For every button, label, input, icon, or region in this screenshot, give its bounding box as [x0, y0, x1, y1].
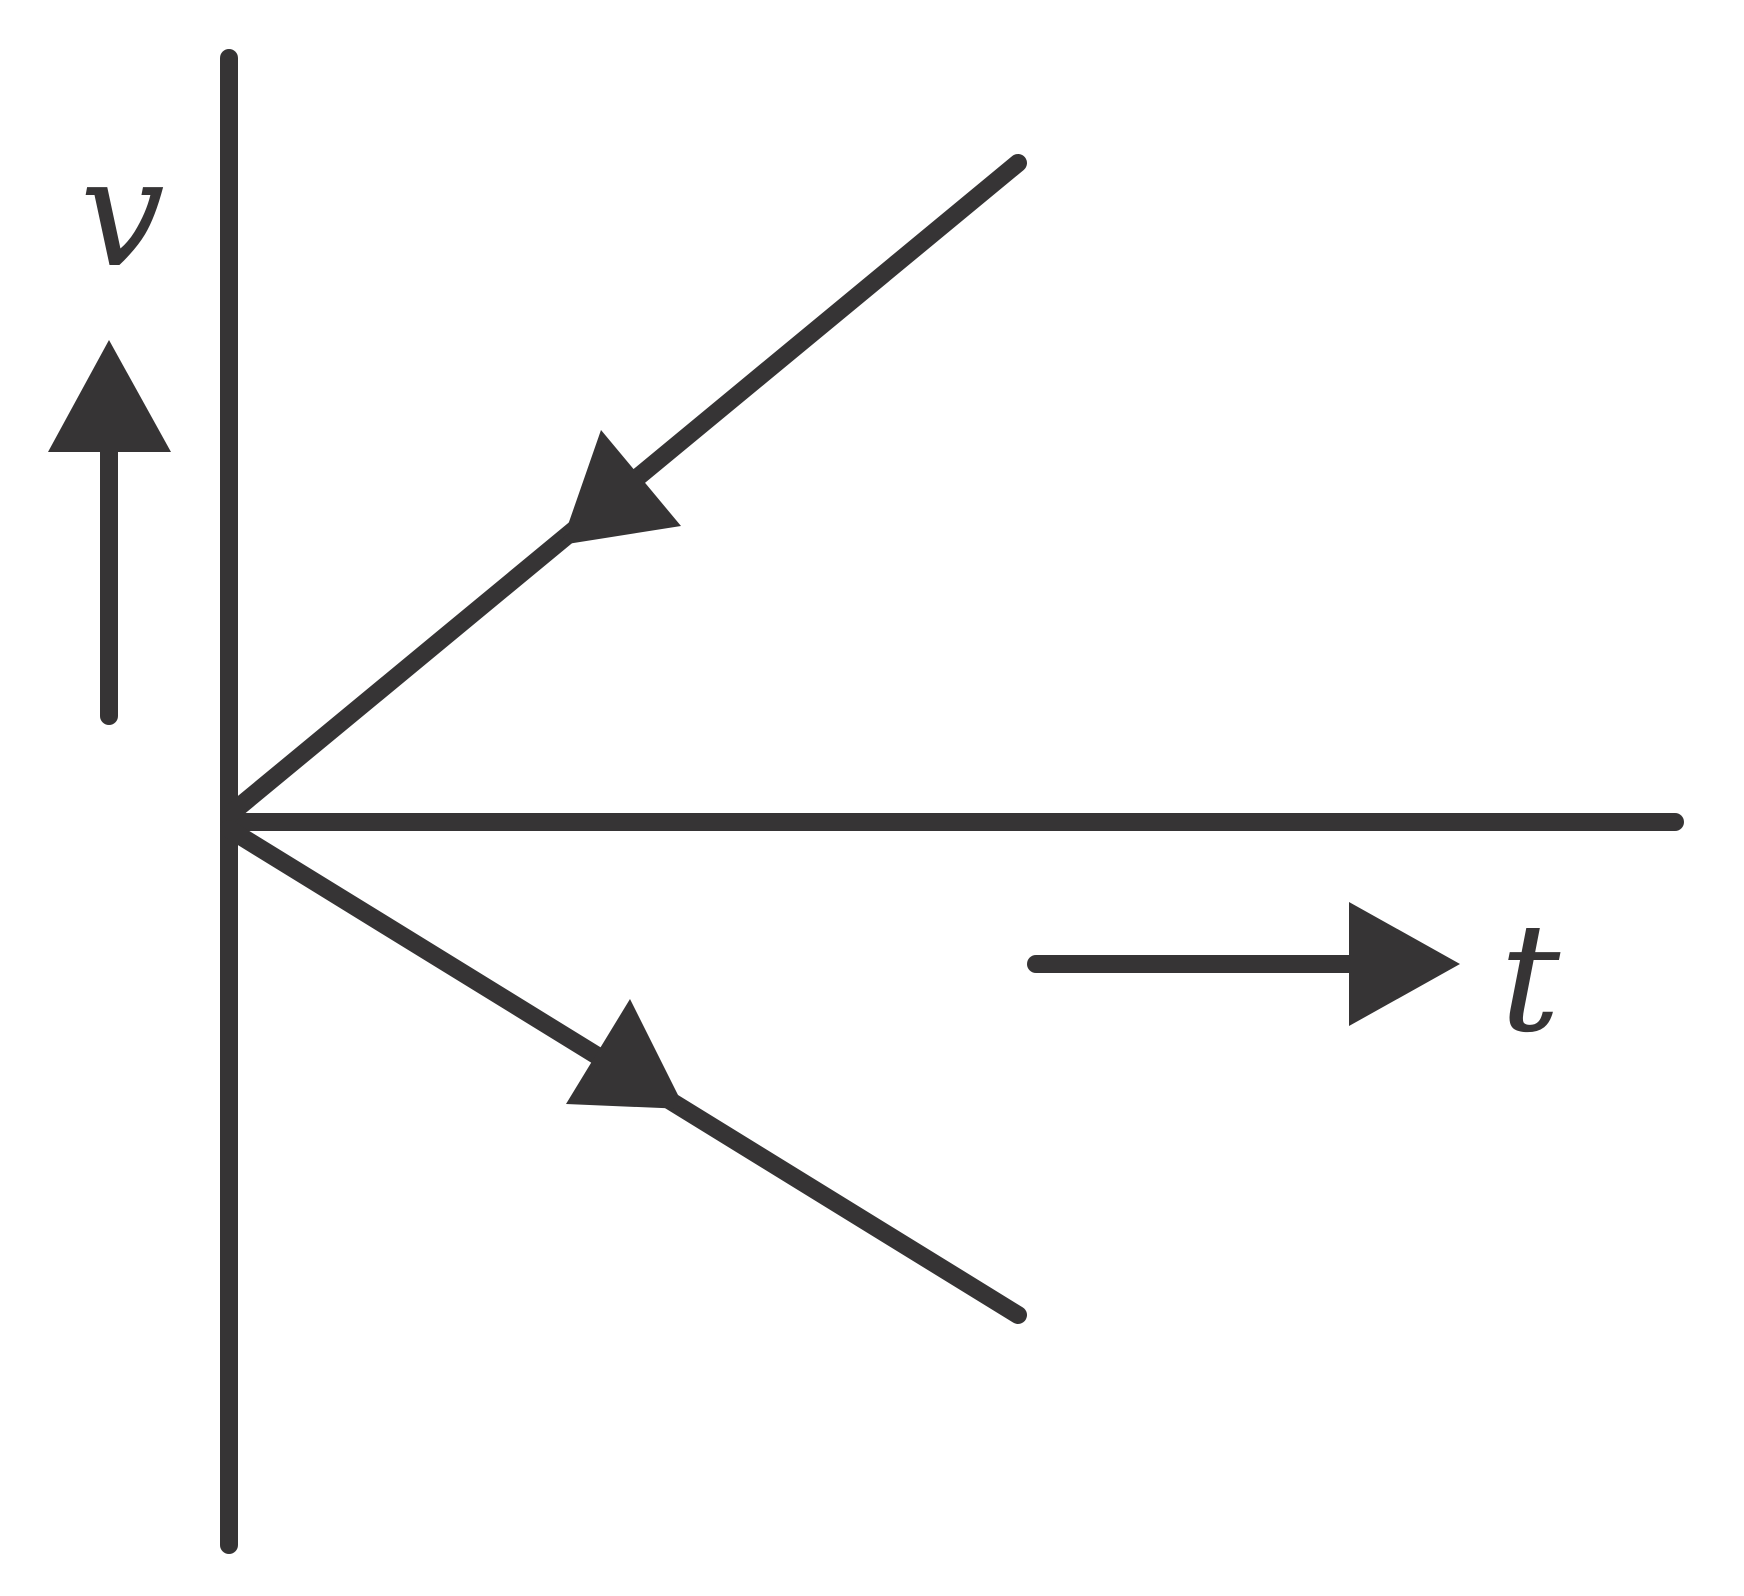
velocity-direction-arrowhead: [48, 340, 171, 452]
upper-line-arrowhead: [561, 430, 681, 545]
time-direction-arrowhead: [1349, 902, 1460, 1026]
time-axis-label: t: [1500, 892, 1561, 1066]
lower-line-arrowhead: [566, 999, 685, 1109]
velocity-axis-label: v: [80, 127, 165, 301]
